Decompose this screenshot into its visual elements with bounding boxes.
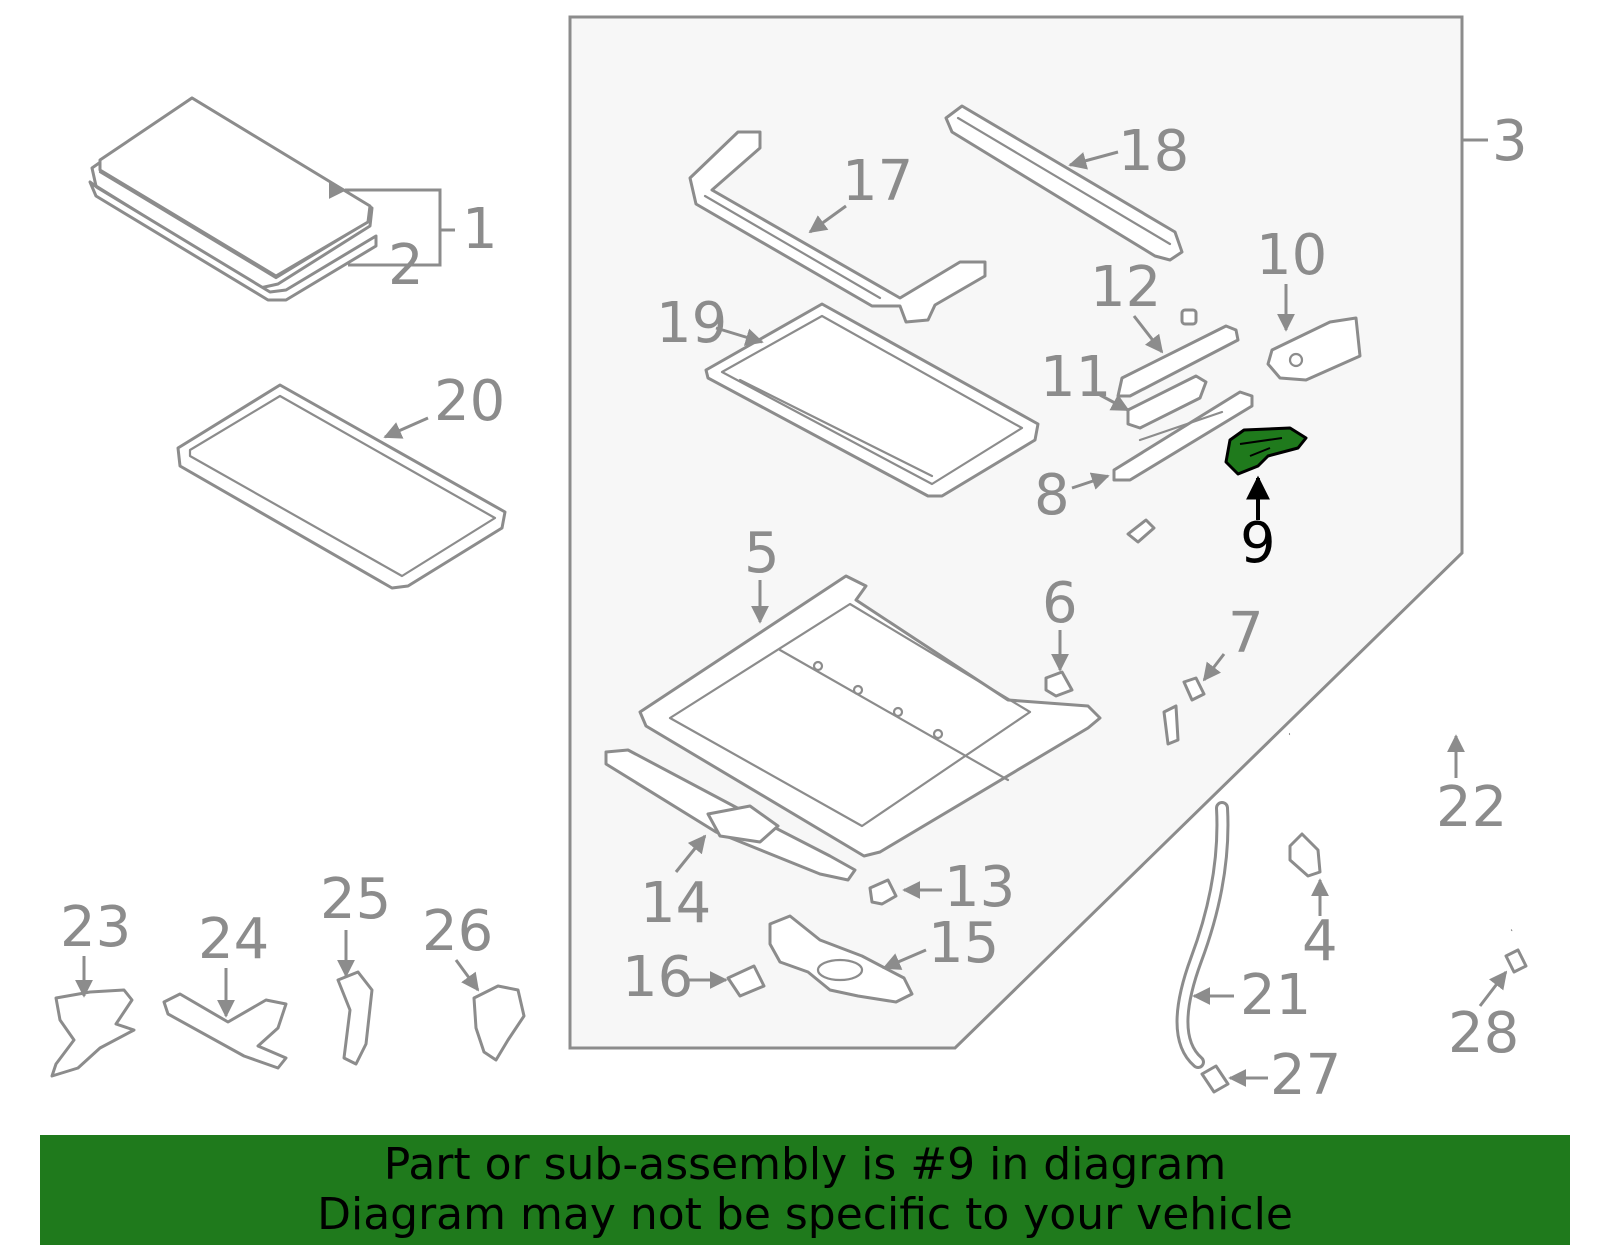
- part-17-wind-deflector: [688, 130, 987, 324]
- info-banner: Part or sub-assembly is #9 in diagram Di…: [40, 1135, 1570, 1245]
- part-18-seal-strip: [944, 104, 1184, 262]
- callout-1: 1: [462, 197, 498, 262]
- callout-2: 2: [388, 233, 424, 298]
- callout-26: 26: [422, 899, 493, 964]
- part-21-drain-hose: [1175, 801, 1230, 1069]
- callout-16: 16: [622, 945, 693, 1010]
- part-20-seal-frame: [176, 383, 507, 590]
- callout-12: 12: [1090, 255, 1161, 320]
- callout-19: 19: [656, 291, 727, 356]
- part-16-connector: [726, 964, 766, 998]
- callout-20: 20: [434, 369, 505, 434]
- parts-diagram: 1 2 3 4 5 6 7 8 9 10 11 12 13 14 15 16 1…: [50, 15, 1546, 1108]
- callout-28: 28: [1448, 1001, 1519, 1066]
- part-11-bracket: [1126, 374, 1208, 430]
- part-22-drain-hose: [1288, 723, 1546, 934]
- part-10-bracket: [1266, 316, 1362, 382]
- part-1-glass-panel: [88, 96, 378, 302]
- callout-17: 17: [842, 149, 913, 214]
- part-27-clamp: [1200, 1064, 1230, 1094]
- part-9-highlighted-bracket[interactable]: [1224, 426, 1308, 476]
- callout-14: 14: [640, 871, 711, 936]
- banner-line-1: Part or sub-assembly is #9 in diagram: [383, 1139, 1227, 1190]
- part-5-main-frame: [638, 574, 1102, 858]
- callout-23: 23: [60, 895, 131, 960]
- part-25-bracket: [336, 970, 374, 1066]
- part-26-bracket: [472, 984, 526, 1062]
- callout-22: 22: [1436, 775, 1507, 840]
- callout-11: 11: [1040, 345, 1111, 410]
- part-14-drive-cable: [604, 748, 857, 882]
- callout-5: 5: [744, 521, 780, 586]
- callout-9: 9: [1240, 511, 1276, 576]
- callout-10: 10: [1256, 223, 1327, 288]
- part-12-guide: [1116, 308, 1240, 398]
- callout-25: 25: [320, 867, 391, 932]
- callout-18: 18: [1118, 119, 1189, 184]
- callout-24: 24: [198, 907, 269, 972]
- callout-13: 13: [944, 855, 1015, 920]
- part-4-bracket: [1288, 832, 1322, 878]
- part-7-fastener: [1162, 676, 1206, 746]
- callout-4: 4: [1302, 909, 1338, 974]
- part-19-frame: [704, 302, 1040, 498]
- part-23-bracket: [50, 988, 136, 1078]
- part-8-guide-rail: [1112, 390, 1254, 544]
- banner-line-2: Diagram may not be specific to your vehi…: [317, 1189, 1293, 1240]
- callout-21: 21: [1240, 963, 1311, 1028]
- callout-7: 7: [1228, 601, 1264, 666]
- callout-6: 6: [1042, 571, 1078, 636]
- part-15-motor: [768, 914, 914, 1004]
- part-28-clamp: [1504, 948, 1528, 974]
- part-6-clip: [1044, 670, 1074, 698]
- callout-3: 3: [1492, 109, 1528, 174]
- part-13-grommet: [868, 878, 898, 906]
- callout-8: 8: [1034, 463, 1070, 528]
- callout-15: 15: [928, 911, 999, 976]
- callout-27: 27: [1270, 1043, 1341, 1108]
